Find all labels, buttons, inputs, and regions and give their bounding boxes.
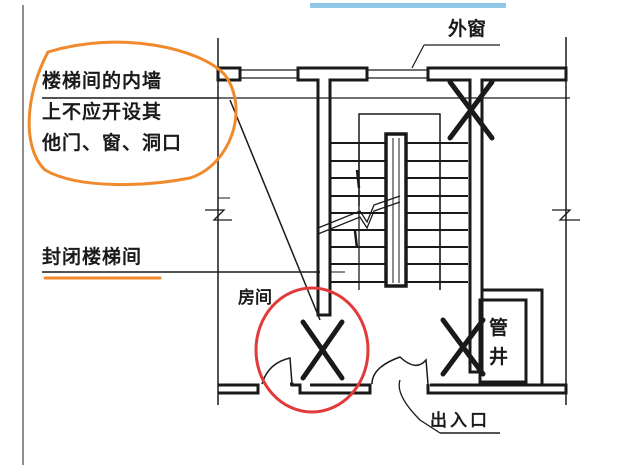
- walls: [42, 37, 580, 434]
- note-line-2: 上不应开设其: [42, 101, 163, 123]
- orange-note-outline: [27, 40, 238, 187]
- room-label: 房间: [238, 288, 272, 308]
- prohibited-opening-markers: [300, 79, 495, 381]
- closed-staircase-label: 封闭楼梯间: [42, 246, 143, 268]
- pipe-shaft-label-1: 管: [489, 317, 509, 339]
- red-circle-highlight: [254, 286, 370, 414]
- top-accent-bar: [310, 3, 506, 8]
- entrance-label: 出入口: [430, 411, 490, 431]
- note-line-1: 楼梯间的内墙: [42, 70, 163, 92]
- note-line-3: 他门、窗、洞口: [42, 132, 183, 154]
- x-mark-room-door: [300, 319, 345, 381]
- x-mark-shaft: [440, 317, 486, 377]
- annotation-note: 楼梯间的内墙 上不应开设其 他门、窗、洞口: [42, 66, 182, 159]
- outer-window-label: 外窗: [448, 18, 487, 40]
- pipe-shaft-label-2: 井: [489, 346, 509, 368]
